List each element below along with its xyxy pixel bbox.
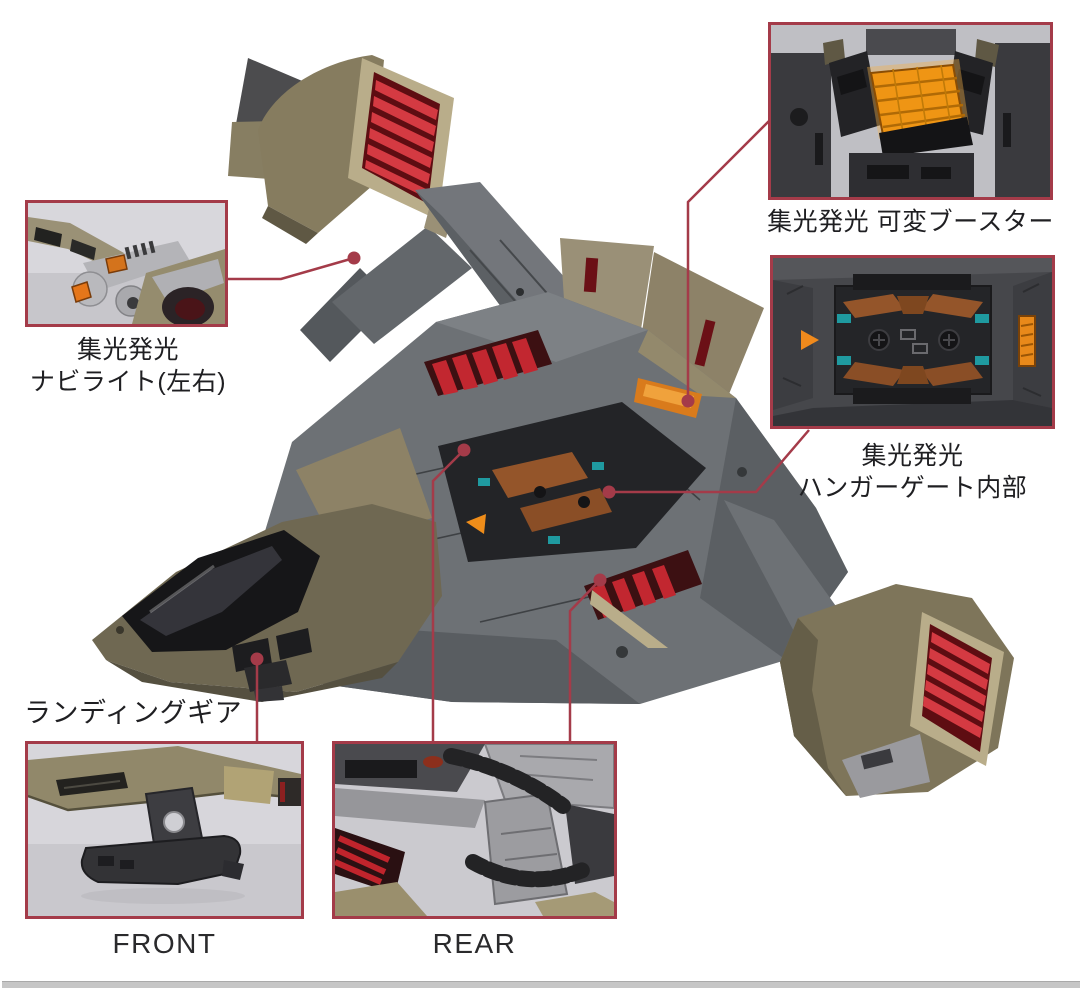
hangar-gate-caption-line1: 集光発光 (861, 442, 964, 470)
hangar-dot (602, 485, 616, 499)
inset-rear-gear-photo (332, 741, 617, 919)
hangar-gate-opening (438, 402, 706, 562)
hangar-gate-detail (773, 258, 1052, 426)
blade-antenna (590, 590, 668, 648)
bottom-divider-bar (2, 981, 1080, 988)
booster-line (686, 120, 770, 401)
booster-caption: 集光発光 可変ブースター (767, 208, 1054, 236)
inset-nav-light-photo (25, 200, 228, 327)
thruster-slats (365, 80, 438, 198)
upper-red-vent (424, 330, 552, 396)
upper-engine-pod (228, 55, 454, 244)
front-gear-detail (28, 744, 301, 916)
hangar-line (609, 429, 810, 494)
front-gear-dot (250, 652, 264, 666)
hangar-gate-caption-line2: ハンガーゲート内部 (797, 474, 1028, 502)
nav-light-caption: 集光発光 ナビライト(左右) (10, 334, 246, 398)
booster-detail (771, 25, 1050, 197)
rear-gear-line-b (568, 579, 601, 743)
rear-caption: REAR (432, 928, 517, 959)
wing-slab-front (332, 226, 472, 344)
pod-shadow (262, 206, 318, 244)
nav-light-caption-line2: ナビライト(左右) (29, 368, 227, 396)
inset-front-gear-photo (25, 741, 304, 919)
front-caption: FRONT (112, 928, 217, 959)
rear-thruster-slats (923, 632, 990, 738)
nav-light-line (228, 256, 355, 281)
rear-gear-dot-a (457, 443, 471, 457)
gate-light-glow (643, 384, 694, 408)
hangar-gate-caption: 集光発光 ハンガーゲート内部 (764, 440, 1061, 504)
callout-dots (250, 251, 695, 666)
inset-hangar-gate-photo (770, 255, 1055, 429)
callout-lines (228, 120, 810, 743)
nav-light-dot (347, 251, 361, 265)
landing-gear-label: ランディングギア (24, 698, 243, 728)
rear-gear-detail (335, 744, 614, 916)
rear-gear-dot-b (593, 573, 607, 587)
booster-dot (681, 394, 695, 408)
rear-engine-pod (724, 500, 1014, 798)
nose-section (92, 504, 442, 702)
pod-body (258, 55, 384, 233)
nav-light-detail (28, 203, 225, 324)
nav-light-caption-line1: 集光発光 (76, 336, 179, 364)
inset-booster-photo (768, 22, 1053, 200)
rear-gear-line-a (431, 449, 465, 743)
